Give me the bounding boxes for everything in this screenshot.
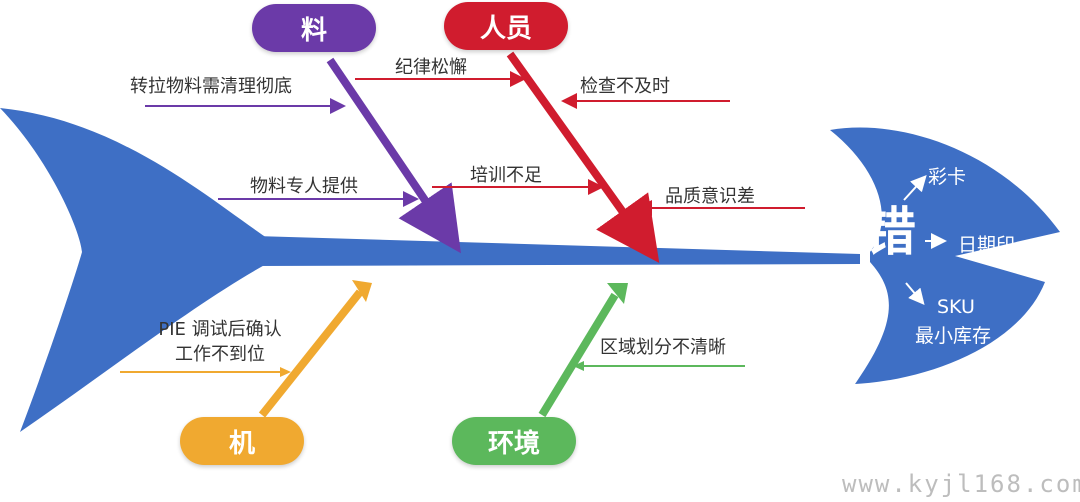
cause-people-2: 检查不及时 <box>580 76 670 97</box>
cause-people-3: 培训不足 <box>470 165 542 186</box>
cause-machine-1-line1: PIE 调试后确认 <box>158 319 282 340</box>
machine-bone <box>258 289 364 418</box>
cause-material-1: 转拉物料需清理彻底 <box>130 76 292 97</box>
cause-people-4: 品质意识差 <box>665 186 755 207</box>
category-material: 料 <box>252 4 376 52</box>
category-machine: 机 <box>180 417 304 465</box>
head-item-date-print: 日期印 <box>958 234 1016 256</box>
category-people: 人员 <box>444 2 568 50</box>
cause-environment-1: 区域划分不清晰 <box>600 337 726 358</box>
cause-machine-1: PIE 调试后确认 工作不到位 <box>150 317 290 367</box>
cause-people-1: 纪律松懈 <box>395 57 467 78</box>
cause-material-2: 物料专人提供 <box>250 176 358 197</box>
watermark: www.kyjl168.com <box>842 470 1080 498</box>
problem-label: 错 <box>864 203 917 263</box>
fish-tail <box>0 108 270 432</box>
people-bone <box>506 51 660 264</box>
head-arrow-1 <box>903 175 927 201</box>
head-arrow-3 <box>905 282 925 306</box>
head-item-sku: SKU <box>937 296 975 318</box>
environment-bone <box>538 292 619 418</box>
material-bone <box>326 57 461 254</box>
cause-machine-1-line2: 工作不到位 <box>175 344 265 365</box>
head-item-color-card: 彩卡 <box>928 166 967 188</box>
fish-head <box>830 127 1060 385</box>
category-environment: 环境 <box>452 417 576 465</box>
head-item-min-stock: 最小库存 <box>915 325 992 347</box>
fish-spine <box>255 236 860 266</box>
